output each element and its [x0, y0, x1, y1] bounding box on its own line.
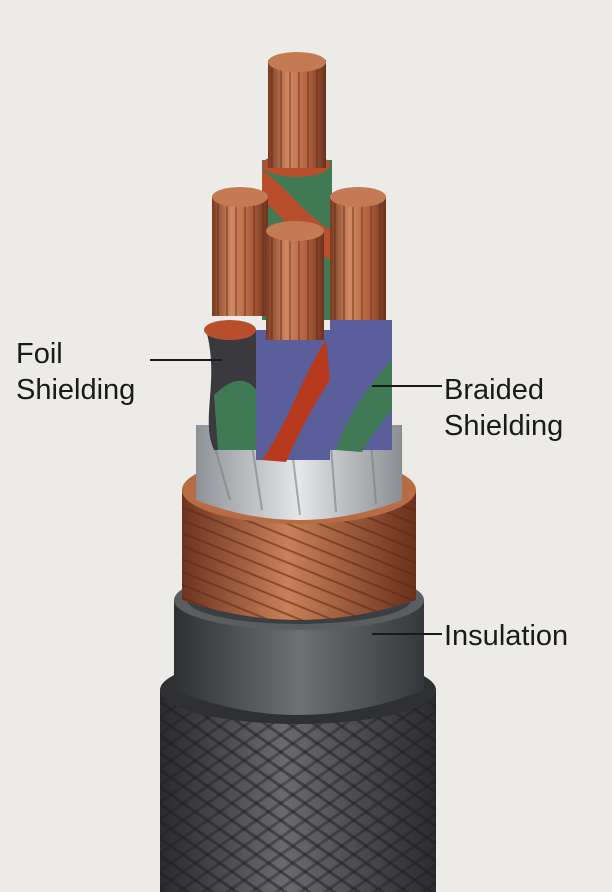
braided-label-line1: Braided	[444, 374, 544, 406]
copper-conductors	[212, 52, 386, 340]
conductor-top	[268, 52, 326, 168]
conductor-left	[212, 187, 268, 316]
conductor-right	[330, 187, 386, 320]
conductor-center	[266, 221, 324, 340]
twisted-pairs	[204, 153, 392, 462]
braided-label-line2: Shielding	[444, 410, 564, 442]
foil-label-line2: Shielding	[16, 374, 136, 406]
foil-label-line1: Foil	[16, 338, 63, 370]
insulation-label: Insulation	[444, 620, 569, 652]
